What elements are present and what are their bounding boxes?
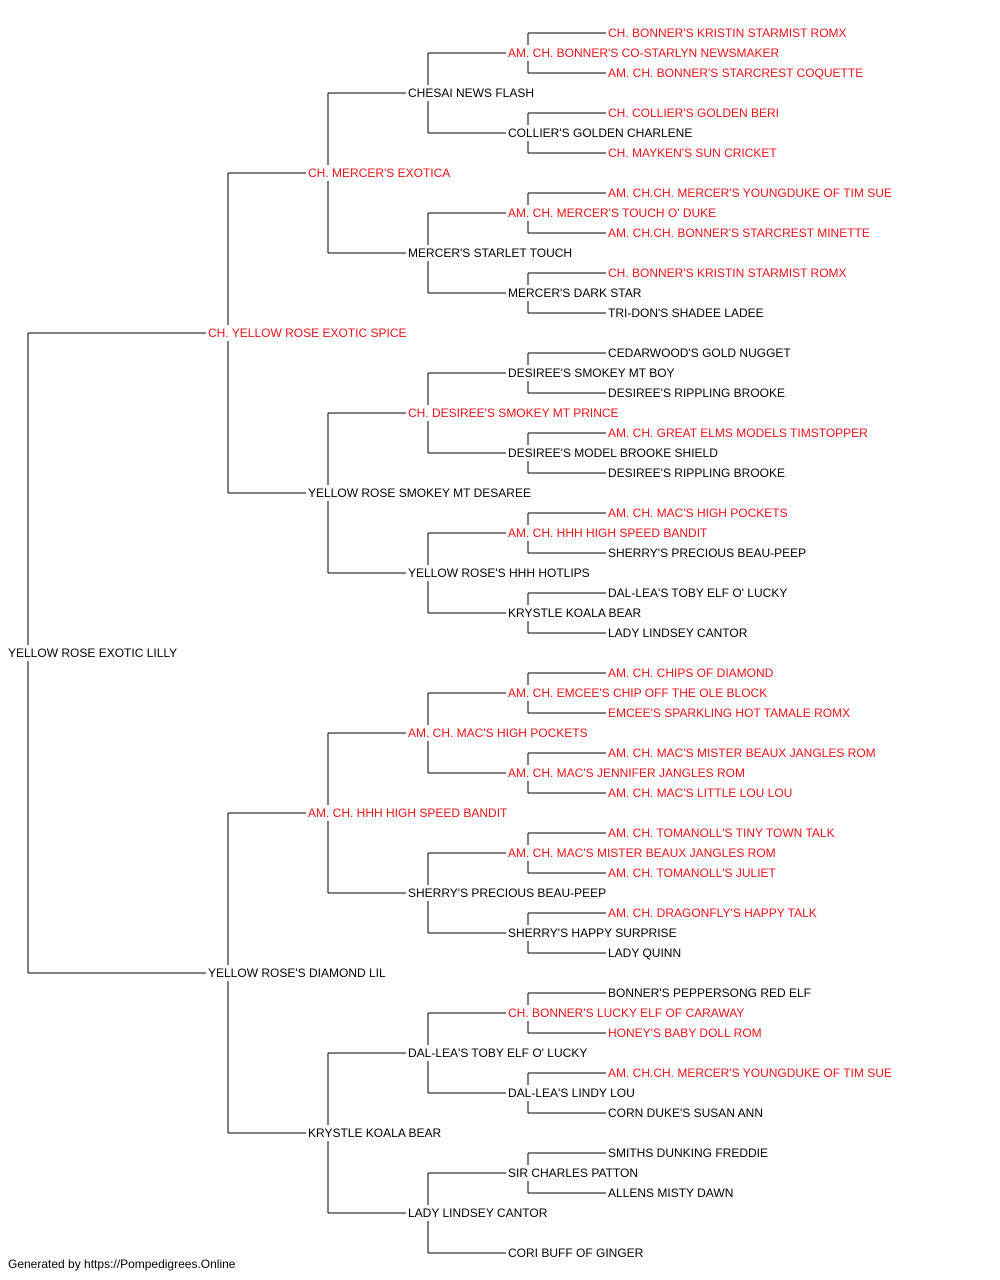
ancestor-name-gen-5: AM. CH. MAC'S LITTLE LOU LOU (608, 786, 795, 800)
ancestor-name-gen-2: KRYSTLE KOALA BEAR (308, 1126, 444, 1140)
ancestor-name-gen-4: DAL-LEA'S LINDY LOU (508, 1086, 637, 1100)
footer-credit: Generated by https://Pompedigrees.Online (8, 1257, 236, 1271)
ancestor-name-gen-5: LADY LINDSEY CANTOR (608, 626, 750, 640)
ancestor-name-gen-5: CH. MAYKEN'S SUN CRICKET (608, 146, 779, 160)
ancestor-name-gen-5: AM. CH. GREAT ELMS MODELS TIMSTOPPER (608, 426, 870, 440)
ancestor-name-gen-5: CH. BONNER'S KRISTIN STARMIST ROMX (608, 26, 849, 40)
ancestor-name-gen-5: AM. CH. BONNER'S STARCREST COQUETTE (608, 66, 866, 80)
ancestor-name-gen-5: AM. CH.CH. BONNER'S STARCREST MINETTE (608, 226, 872, 240)
ancestor-name-gen-5: CORN DUKE'S SUSAN ANN (608, 1106, 765, 1120)
ancestor-name-gen-4: AM. CH. BONNER'S CO-STARLYN NEWSMAKER (508, 46, 782, 60)
subject-dog-name: YELLOW ROSE EXOTIC LILLY (8, 646, 180, 660)
ancestor-name-gen-5: CH. COLLIER'S GOLDEN BERI (608, 106, 781, 120)
ancestor-name-gen-5: AM. CH. TOMANOLL'S TINY TOWN TALK (608, 826, 837, 840)
ancestor-name-gen-2: CH. MERCER'S EXOTICA (308, 166, 453, 180)
ancestor-name-gen-4: COLLIER'S GOLDEN CHARLENE (508, 126, 695, 140)
ancestor-name-gen-5: CH. BONNER'S KRISTIN STARMIST ROMX (608, 266, 849, 280)
ancestor-name-gen-5: LADY QUINN (608, 946, 684, 960)
ancestor-name-gen-5: AM. CH. MAC'S MISTER BEAUX JANGLES ROM (608, 746, 878, 760)
ancestor-name-gen-5: AM. CH. TOMANOLL'S JULIET (608, 866, 778, 880)
ancestor-name-gen-5: HONEY'S BABY DOLL ROM (608, 1026, 764, 1040)
ancestor-name-gen-5: AM. CH.CH. MERCER'S YOUNGDUKE OF TIM SUE (608, 186, 894, 200)
ancestor-name-gen-4: DESIREE'S SMOKEY MT BOY (508, 366, 677, 380)
ancestor-name-gen-2: YELLOW ROSE SMOKEY MT DESAREE (308, 486, 533, 500)
ancestor-name-gen-4: AM. CH. MERCER'S TOUCH O' DUKE (508, 206, 719, 220)
ancestor-name-gen-5: DESIREE'S RIPPLING BROOKE (608, 466, 788, 480)
ancestor-name-gen-4: AM. CH. MAC'S MISTER BEAUX JANGLES ROM (508, 846, 778, 860)
ancestor-name-gen-3: MERCER'S STARLET TOUCH (408, 246, 575, 260)
ancestor-name-gen-4: CORI BUFF OF GINGER (508, 1246, 646, 1260)
ancestor-name-gen-5: CEDARWOOD'S GOLD NUGGET (608, 346, 793, 360)
ancestor-name-gen-3: LADY LINDSEY CANTOR (408, 1206, 550, 1220)
ancestor-name-gen-1: YELLOW ROSE'S DIAMOND LIL (208, 966, 388, 980)
ancestor-name-gen-5: SMITHS DUNKING FREDDIE (608, 1146, 771, 1160)
ancestor-name-gen-4: SIR CHARLES PATTON (508, 1166, 641, 1180)
ancestor-name-gen-5: AM. CH. CHIPS OF DIAMOND (608, 666, 776, 680)
ancestor-name-gen-4: KRYSTLE KOALA BEAR (508, 606, 644, 620)
ancestor-name-gen-3: DAL-LEA'S TOBY ELF O' LUCKY (408, 1046, 590, 1060)
ancestor-name-gen-3: AM. CH. MAC'S HIGH POCKETS (408, 726, 590, 740)
ancestor-name-gen-4: AM. CH. EMCEE'S CHIP OFF THE OLE BLOCK (508, 686, 770, 700)
ancestor-name-gen-3: SHERRY'S PRECIOUS BEAU-PEEP (408, 886, 609, 900)
ancestor-name-gen-5: DESIREE'S RIPPLING BROOKE (608, 386, 788, 400)
ancestor-name-gen-5: AM. CH. DRAGONFLY'S HAPPY TALK (608, 906, 819, 920)
ancestor-name-gen-5: ALLENS MISTY DAWN (608, 1186, 736, 1200)
ancestor-name-gen-5: AM. CH. MAC'S HIGH POCKETS (608, 506, 790, 520)
ancestor-name-gen-4: AM. CH. MAC'S JENNIFER JANGLES ROM (508, 766, 747, 780)
ancestor-name-gen-4: CH. BONNER'S LUCKY ELF OF CARAWAY (508, 1006, 747, 1020)
ancestor-name-gen-1: CH. YELLOW ROSE EXOTIC SPICE (208, 326, 409, 340)
ancestor-name-gen-5: BONNER'S PEPPERSONG RED ELF (608, 986, 814, 1000)
ancestor-name-gen-2: AM. CH. HHH HIGH SPEED BANDIT (308, 806, 510, 820)
ancestor-name-gen-3: CH. DESIREE'S SMOKEY MT PRINCE (408, 406, 621, 420)
ancestor-name-gen-5: SHERRY'S PRECIOUS BEAU-PEEP (608, 546, 809, 560)
ancestor-name-gen-4: DESIREE'S MODEL BROOKE SHIELD (508, 446, 720, 460)
ancestor-name-gen-4: AM. CH. HHH HIGH SPEED BANDIT (508, 526, 710, 540)
ancestor-name-gen-3: YELLOW ROSE'S HHH HOTLIPS (408, 566, 592, 580)
ancestor-name-gen-3: CHESAI NEWS FLASH (408, 86, 537, 100)
ancestor-name-gen-5: EMCEE'S SPARKLING HOT TAMALE ROMX (608, 706, 853, 720)
ancestor-name-gen-5: AM. CH.CH. MERCER'S YOUNGDUKE OF TIM SUE (608, 1066, 894, 1080)
ancestor-name-gen-5: TRI-DON'S SHADEE LADEE (608, 306, 766, 320)
ancestor-name-gen-5: DAL-LEA'S TOBY ELF O' LUCKY (608, 586, 790, 600)
ancestor-name-gen-4: SHERRY'S HAPPY SURPRISE (508, 926, 679, 940)
ancestor-name-gen-4: MERCER'S DARK STAR (508, 286, 644, 300)
